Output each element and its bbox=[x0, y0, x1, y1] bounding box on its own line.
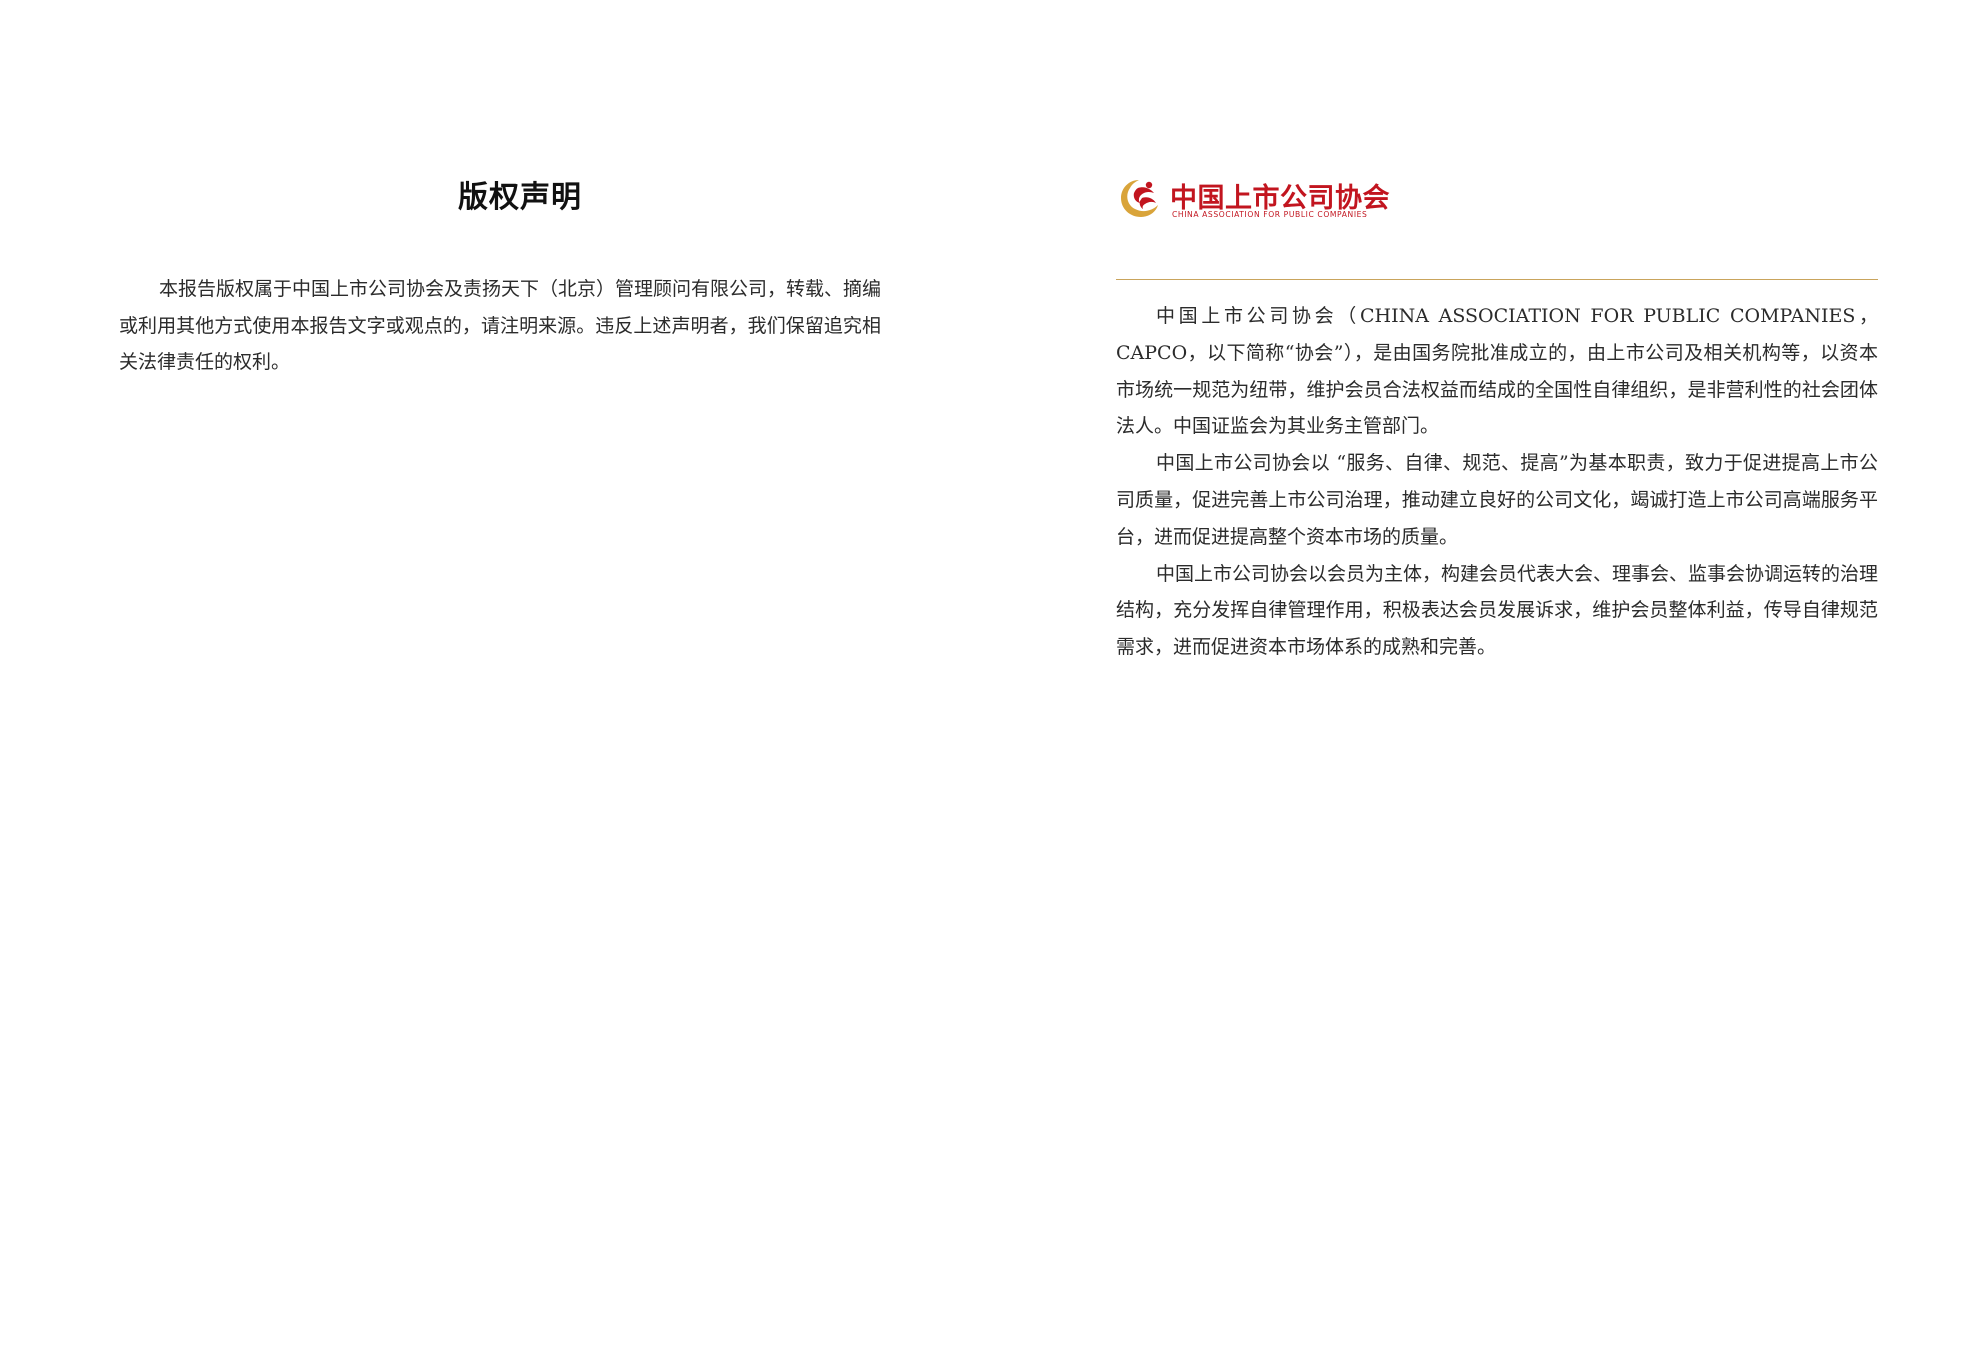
association-intro: 中国上市公司协会（CHINA ASSOCIATION FOR PUBLIC CO… bbox=[1116, 298, 1878, 666]
capco-logo: 中国上市公司协会 CHINA ASSOCIATION FOR PUBLIC CO… bbox=[1116, 172, 1416, 228]
page-title: 版权声明 bbox=[458, 180, 582, 215]
capco-emblem-icon bbox=[1121, 180, 1158, 217]
copyright-statement: 本报告版权属于中国上市公司协会及责扬天下（北京）管理顾问有限公司，转载、摘编或利… bbox=[119, 278, 882, 373]
intro-paragraph: 中国上市公司协会以会员为主体，构建会员代表大会、理事会、监事会协调运转的治理结构… bbox=[1116, 562, 1879, 659]
intro-paragraph: 中国上市公司协会（CHINA ASSOCIATION FOR PUBLIC CO… bbox=[1116, 305, 1878, 438]
intro-paragraph: 中国上市公司协会以 “服务、自律、规范、提高”为基本职责，致力于促进提高上市公司… bbox=[1116, 452, 1878, 548]
divider bbox=[1116, 279, 1878, 280]
logo-name-en: CHINA ASSOCIATION FOR PUBLIC COMPANIES bbox=[1172, 210, 1368, 219]
logo-name-cn: 中国上市公司协会 bbox=[1170, 183, 1390, 214]
